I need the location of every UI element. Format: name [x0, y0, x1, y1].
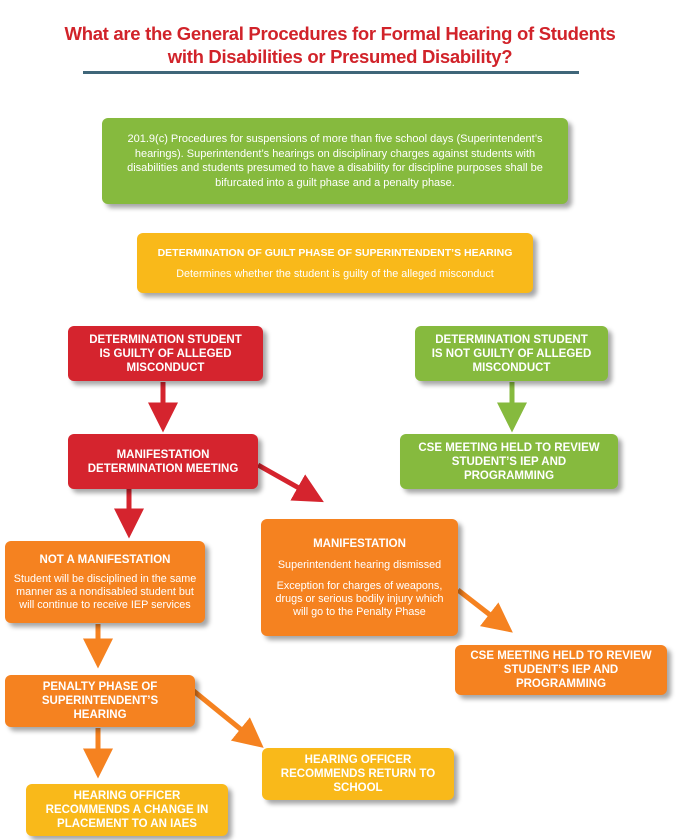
penalty-phase-heading: PENALTY PHASE OF SUPERINTENDENT’S HEARIN… — [41, 681, 159, 721]
cse-meeting-box-1: CSE MEETING HELD TO REVIEW STUDENT’S IEP… — [400, 434, 618, 489]
arrow-meeting-to-manifestation — [256, 462, 324, 503]
guilty-box: DETERMINATION STUDENT IS GUILTY OF ALLEG… — [68, 326, 263, 381]
change-placement-box: HEARING OFFICER RECOMMENDS A CHANGE IN P… — [26, 784, 228, 836]
cse-meeting-2-heading: CSE MEETING HELD TO REVIEW STUDENT’S IEP… — [470, 650, 652, 690]
manifestation-text-2: Exception for charges of weapons, drugs … — [275, 579, 444, 618]
arrow-penalty-to-return-school — [188, 686, 264, 748]
not-guilty-heading: DETERMINATION STUDENT IS NOT GUILTY OF A… — [431, 333, 592, 374]
manifestation-text-1: Superintendent hearing dismissed — [277, 558, 442, 571]
manifestation-box: MANIFESTATION Superintendent hearing dis… — [261, 519, 458, 636]
title-line-2: with Disabilities or Presumed Disability… — [167, 46, 513, 67]
guilt-phase-box: DETERMINATION OF GUILT PHASE OF SUPERINT… — [137, 233, 533, 293]
return-school-box: HEARING OFFICER RECOMMENDS RETURN TO SCH… — [262, 748, 454, 800]
guilty-heading: DETERMINATION STUDENT IS GUILTY OF ALLEG… — [89, 333, 242, 374]
not-manifestation-box: NOT A MANIFESTATION Student will be disc… — [5, 541, 205, 623]
procedures-text: 201.9(c) Procedures for suspensions of m… — [127, 133, 543, 189]
guilt-phase-text: Determines whether the student is guilty… — [176, 267, 494, 280]
title-divider — [83, 71, 579, 74]
penalty-phase-box: PENALTY PHASE OF SUPERINTENDENT’S HEARIN… — [5, 675, 195, 727]
procedures-box: 201.9(c) Procedures for suspensions of m… — [102, 118, 568, 204]
page-title: What are the General Procedures for Form… — [60, 22, 620, 68]
return-school-heading: HEARING OFFICER RECOMMENDS RETURN TO SCH… — [280, 754, 436, 794]
change-placement-heading: HEARING OFFICER RECOMMENDS A CHANGE IN P… — [45, 790, 209, 830]
not-guilty-box: DETERMINATION STUDENT IS NOT GUILTY OF A… — [415, 326, 608, 381]
manifestation-meeting-box: MANIFESTATION DETERMINATION MEETING — [68, 434, 258, 489]
title-line-1: What are the General Procedures for Form… — [64, 23, 616, 44]
cse-meeting-box-2: CSE MEETING HELD TO REVIEW STUDENT’S IEP… — [455, 645, 667, 695]
manifestation-meeting-heading: MANIFESTATION DETERMINATION MEETING — [87, 448, 239, 475]
not-manifestation-text: Student will be disciplined in the same … — [13, 572, 197, 611]
arrow-manifestation-to-cse — [456, 588, 513, 633]
not-manifestation-heading: NOT A MANIFESTATION — [39, 553, 171, 566]
manifestation-heading: MANIFESTATION — [313, 537, 406, 550]
cse-meeting-1-heading: CSE MEETING HELD TO REVIEW STUDENT’S IEP… — [418, 441, 600, 482]
guilt-phase-heading: DETERMINATION OF GUILT PHASE OF SUPERINT… — [157, 246, 513, 259]
